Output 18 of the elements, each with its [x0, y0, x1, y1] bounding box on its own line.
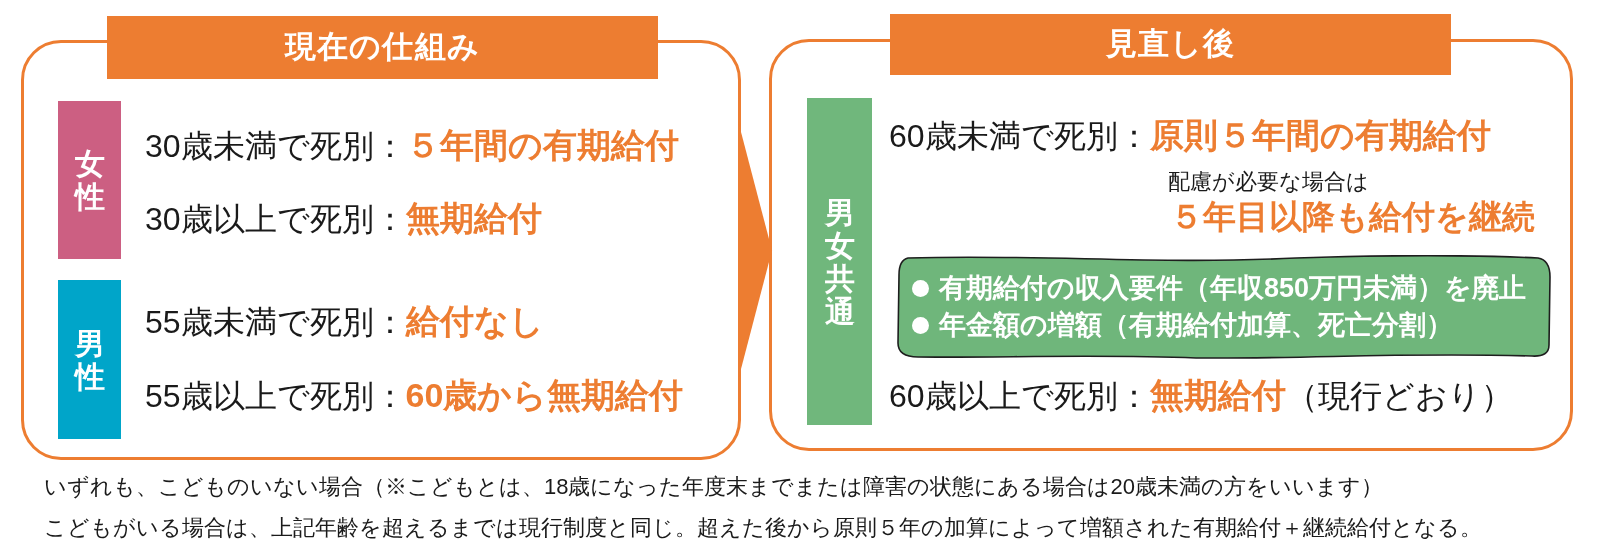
- condition-text: 30歳未満で死別：５年間の有期給付: [145, 124, 679, 166]
- condition-text: 30歳以上で死別：無期給付: [145, 197, 542, 239]
- condition-text: 60歳未満で死別：原則５年間の有期給付: [889, 114, 1491, 156]
- bullet-text: 有期給付の収入要件（年収850万円未満）を廃止: [939, 271, 1527, 305]
- footnote-text: こどもがいる場合は、上記年齢を超えるまでは現行制度と同じ。超えた後から原則５年の加算によって増額された有期給付＋継続給付となる。: [44, 514, 1482, 542]
- bullet-text: 年金額の増額（有期給付加算、死亡分割）: [939, 309, 1453, 342]
- panel-heading: 現在の仕組み: [107, 16, 658, 79]
- category-bar: 女性: [58, 101, 121, 259]
- category-bar: 男性: [58, 280, 121, 439]
- condition-text: 配慮が必要な場合は: [1168, 168, 1369, 196]
- condition-text: 60歳以上で死別：無期給付（現行どおり）: [889, 374, 1513, 416]
- panel-heading: 見直し後: [890, 14, 1451, 75]
- condition-text: 55歳以上で死別：60歳から無期給付: [145, 374, 684, 416]
- condition-text: 55歳未満で死別：給付なし: [145, 300, 544, 342]
- condition-text: ５年目以降も給付を継続: [1170, 197, 1535, 237]
- footnote-text: いずれも、こどものいない場合（※こどもとは、18歳になった年度末までまたは障害の状態にある場合は20歳未満の方をいいます）: [44, 473, 1383, 501]
- category-bar: 男女共通: [807, 98, 872, 425]
- callout-box: [896, 255, 1552, 359]
